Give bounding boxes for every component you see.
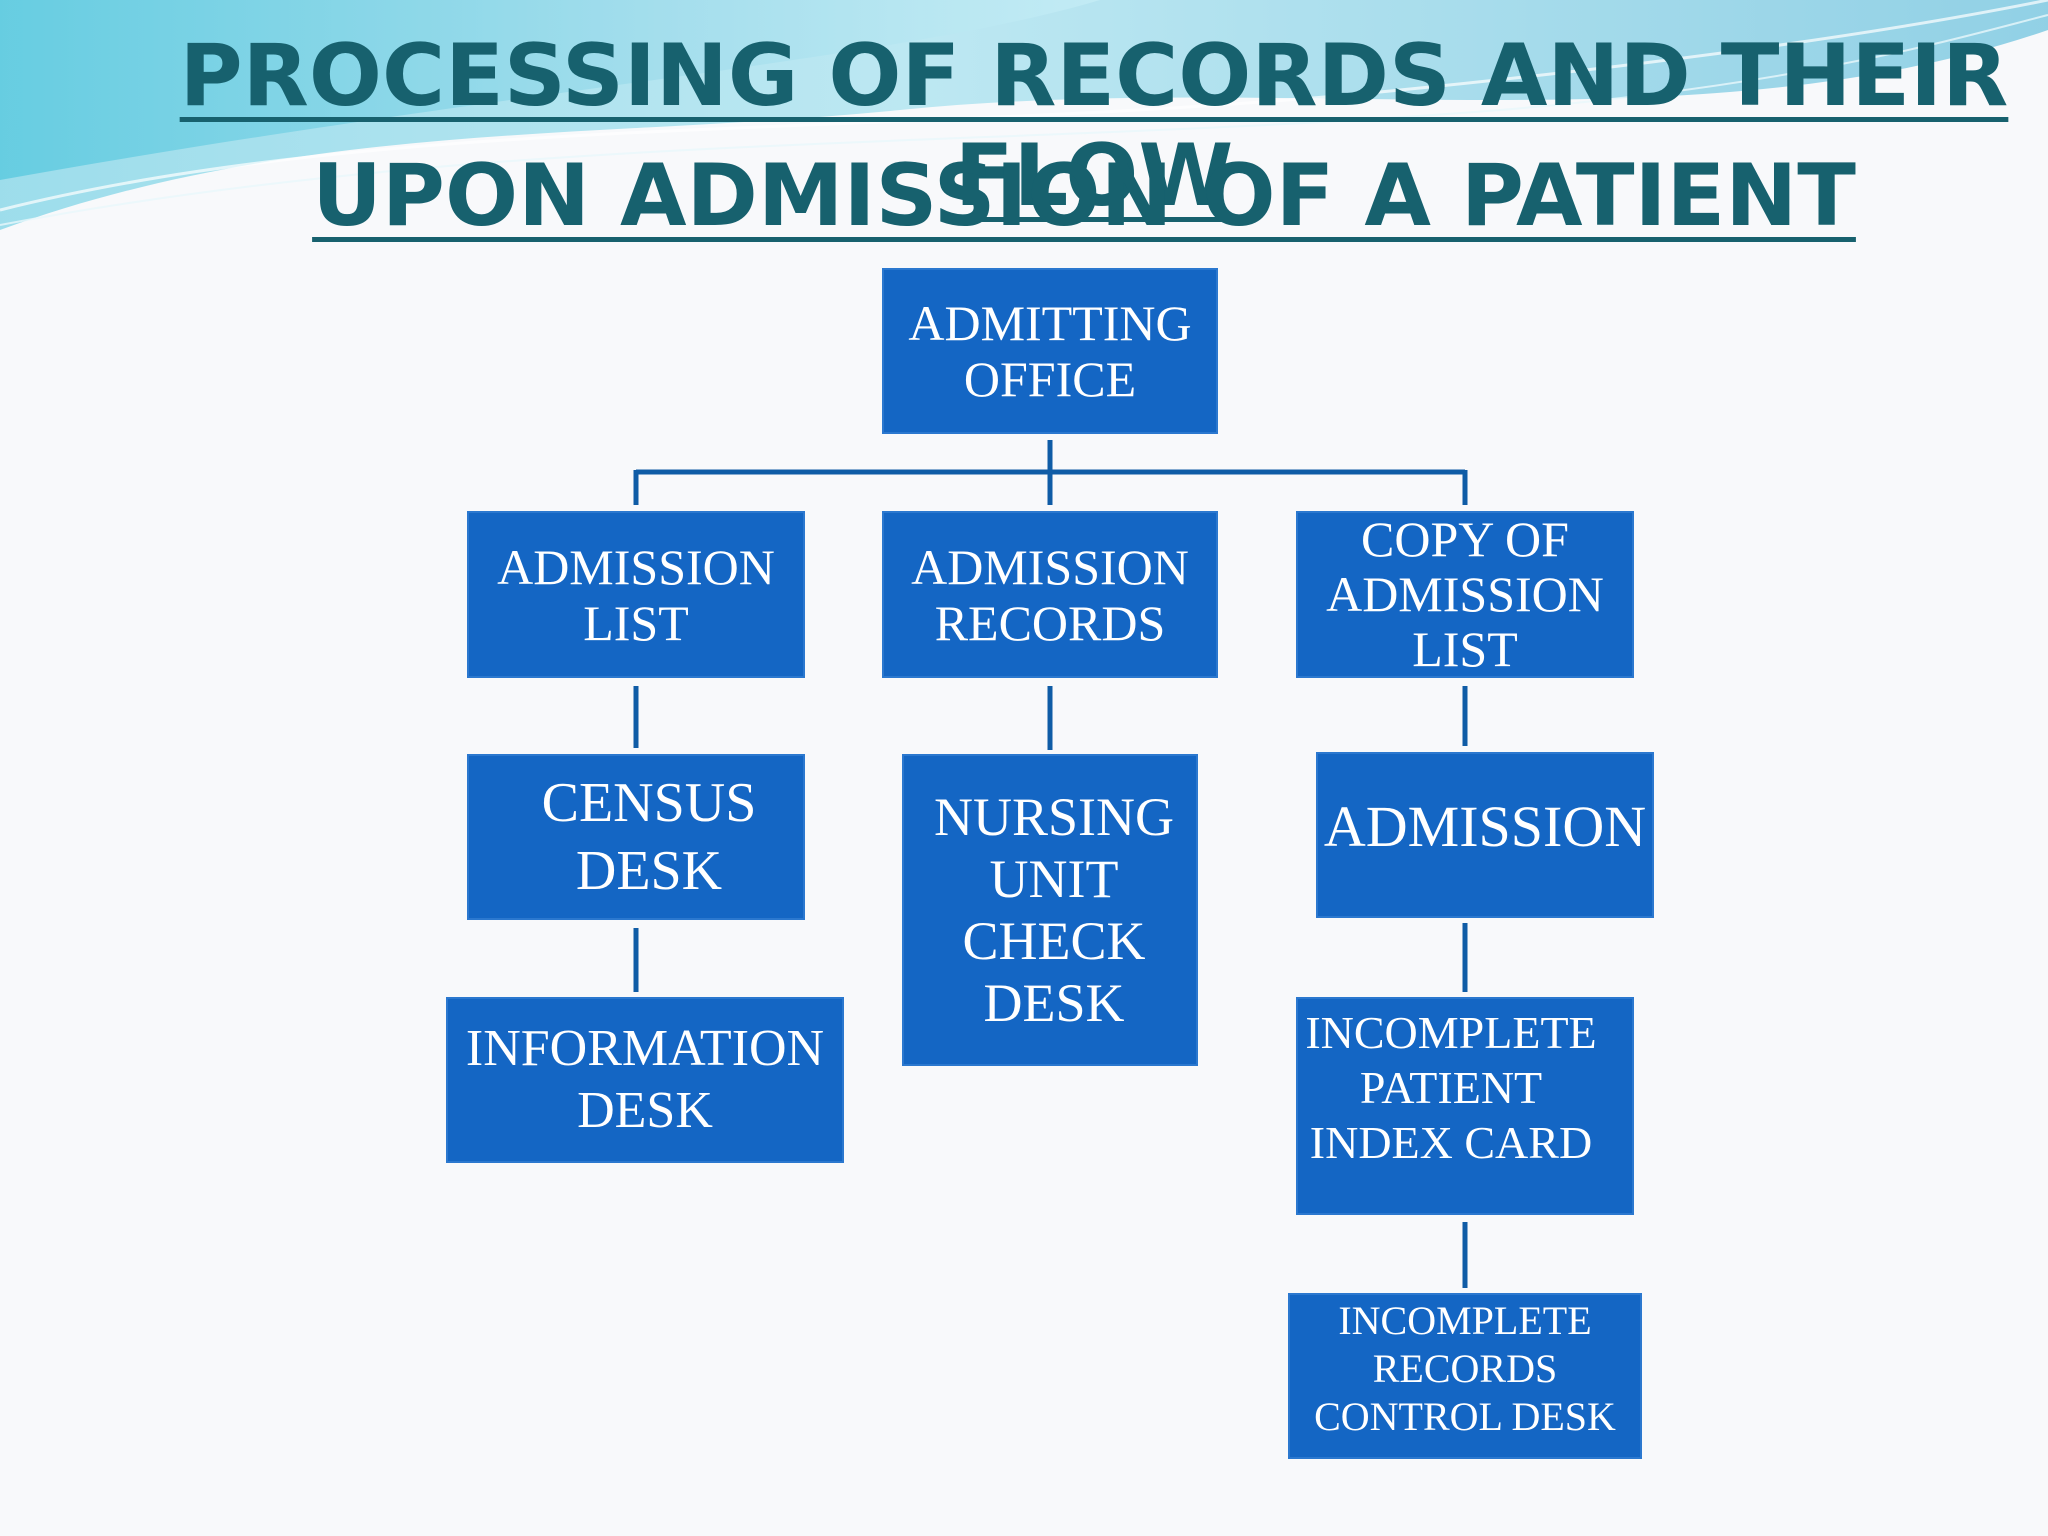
background-wave-decoration: [0, 0, 2048, 230]
page-title-line-2: UPON ADMISSION OF A PATIENT: [312, 146, 1856, 246]
admitting-office-box: ADMITTING OFFICE: [882, 268, 1218, 434]
copy-of-admission-list-box: COPY OF ADMISSION LIST: [1296, 511, 1634, 678]
admission-records-box: ADMISSION RECORDS: [882, 511, 1218, 678]
page-title-line-1: PROCESSING OF RECORDS AND THEIR FLOW: [179, 26, 2009, 226]
admission-list-box: ADMISSION LIST: [467, 511, 805, 678]
information-desk-box: INFORMATION DESK: [446, 997, 844, 1163]
nursing-unit-check-desk-box: NURSING UNIT CHECK DESK: [902, 754, 1198, 1066]
admission-box: ADMISSION: [1316, 752, 1654, 918]
incomplete-patient-index-card-box: INCOMPLETE PATIENT INDEX CARD: [1296, 997, 1634, 1215]
incomplete-records-control-desk-box: INCOMPLETE RECORDS CONTROL DESK: [1288, 1293, 1642, 1459]
census-desk-box: CENSUS DESK: [467, 754, 805, 920]
